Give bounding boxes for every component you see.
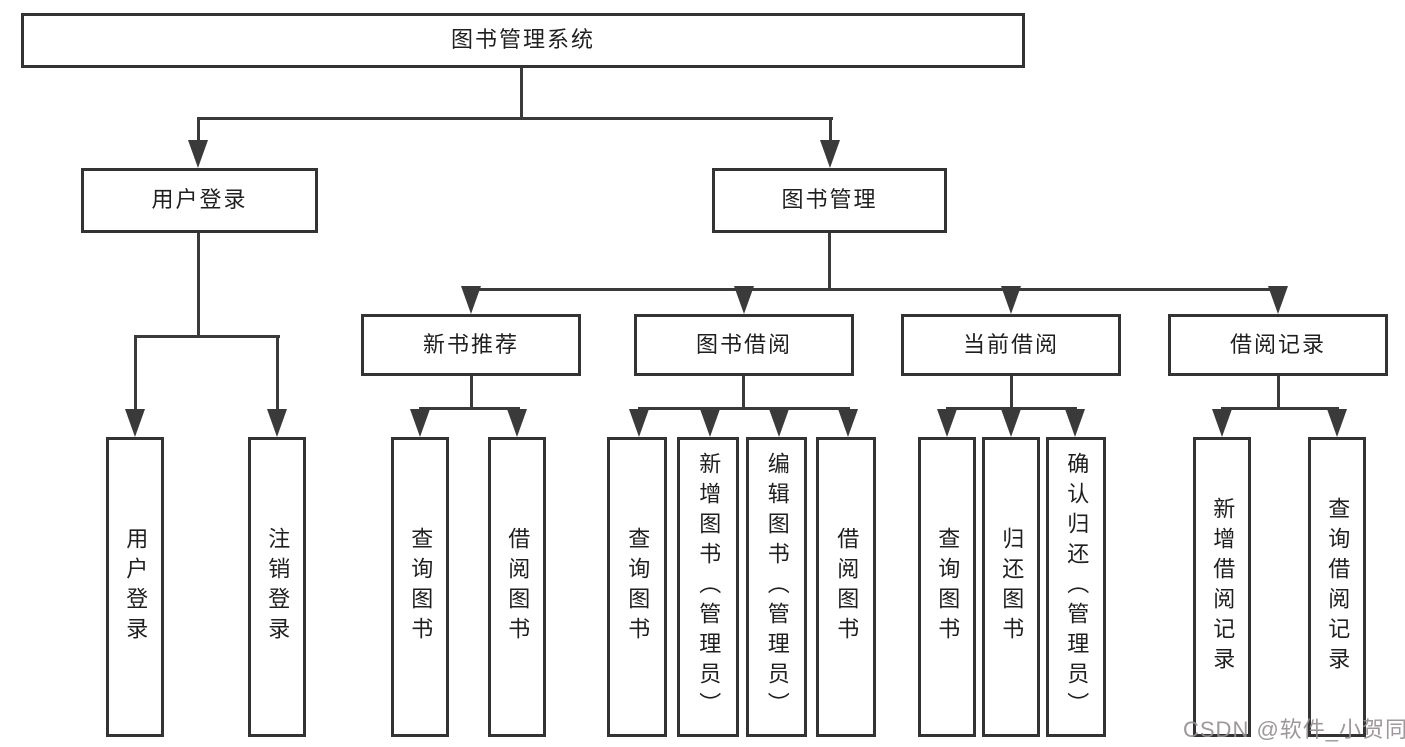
leaf-query-books-recommend: 查询图书 bbox=[391, 437, 449, 737]
leaf-user-login: 用户登录 bbox=[106, 437, 164, 737]
node-current-borrowing: 当前借阅 bbox=[901, 314, 1121, 376]
connector-line bbox=[520, 68, 523, 118]
connector-line bbox=[470, 376, 473, 409]
connector-line bbox=[419, 407, 520, 410]
leaf-logout: 注销登录 bbox=[248, 437, 306, 737]
connector-line bbox=[197, 117, 833, 120]
arrowhead-icon bbox=[1001, 409, 1021, 437]
arrowhead-icon bbox=[188, 140, 208, 168]
node-new-book-recommend: 新书推荐 bbox=[361, 314, 581, 376]
node-root: 图书管理系统 bbox=[21, 13, 1025, 68]
leaf-borrow-books-recommend: 借阅图书 bbox=[488, 437, 546, 737]
leaf-add-borrow-record: 新增借阅记录 bbox=[1193, 437, 1251, 737]
csdn-watermark: CSDN @软件_小贺同学 bbox=[1183, 717, 1405, 742]
connector-line bbox=[197, 117, 200, 143]
arrowhead-icon bbox=[1065, 409, 1085, 437]
connector-line bbox=[828, 233, 831, 290]
connector-line bbox=[946, 407, 1077, 410]
arrowhead-icon bbox=[267, 409, 287, 437]
connector-line bbox=[1277, 376, 1280, 409]
connector-line bbox=[1221, 407, 1339, 410]
arrowhead-icon bbox=[1327, 409, 1347, 437]
connector-line bbox=[197, 233, 200, 337]
arrowhead-icon bbox=[1268, 286, 1288, 314]
node-user-login: 用户登录 bbox=[81, 168, 318, 233]
connector-line bbox=[1010, 376, 1013, 409]
connector-line bbox=[134, 335, 137, 411]
arrowhead-icon bbox=[937, 409, 957, 437]
node-book-management: 图书管理 bbox=[712, 168, 947, 233]
arrowhead-icon bbox=[769, 409, 789, 437]
arrowhead-icon bbox=[1001, 286, 1021, 314]
arrowhead-icon bbox=[700, 409, 720, 437]
leaf-edit-books-admin: 编辑图书（管理员） bbox=[746, 437, 807, 737]
leaf-return-books: 归还图书 bbox=[982, 437, 1040, 737]
connector-line bbox=[638, 407, 850, 410]
arrowhead-icon bbox=[125, 409, 145, 437]
node-borrowing-records: 借阅记录 bbox=[1168, 314, 1388, 376]
arrowhead-icon bbox=[461, 286, 481, 314]
connector-line bbox=[470, 288, 1281, 291]
arrowhead-icon bbox=[507, 409, 527, 437]
arrowhead-icon bbox=[820, 140, 840, 168]
connector-line bbox=[742, 376, 745, 409]
arrowhead-icon bbox=[734, 286, 754, 314]
node-book-borrowing: 图书借阅 bbox=[634, 314, 854, 376]
leaf-query-borrow-record: 查询借阅记录 bbox=[1308, 437, 1366, 737]
leaf-borrow-books-borrowing: 借阅图书 bbox=[816, 437, 876, 737]
arrowhead-icon bbox=[838, 409, 858, 437]
leaf-query-books-borrowing: 查询图书 bbox=[607, 437, 667, 737]
leaf-confirm-return-admin: 确认归还（管理员） bbox=[1046, 437, 1106, 737]
arrowhead-icon bbox=[1212, 409, 1232, 437]
connector-line bbox=[276, 335, 279, 411]
connector-line bbox=[829, 117, 832, 143]
arrowhead-icon bbox=[629, 409, 649, 437]
connector-line bbox=[134, 335, 280, 338]
arrowhead-icon bbox=[410, 409, 430, 437]
leaf-add-books-admin: 新增图书（管理员） bbox=[677, 437, 739, 737]
leaf-query-books-current: 查询图书 bbox=[918, 437, 976, 737]
